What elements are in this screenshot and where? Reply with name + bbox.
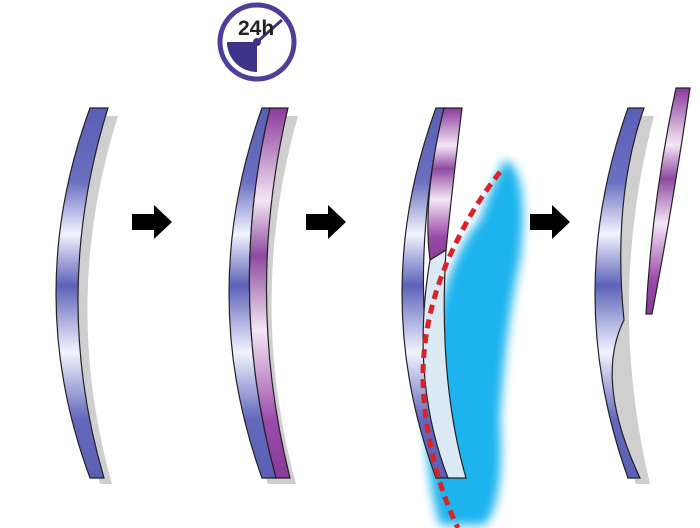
clock-hand-hour [227, 42, 257, 72]
stage-coating-detached [594, 87, 691, 484]
stage-lens [55, 107, 118, 484]
clock-label: 24h [238, 17, 274, 40]
lens-body [594, 107, 645, 479]
stage-coating-separation [401, 107, 523, 528]
arrow-icon [530, 205, 570, 239]
arrow-icon [132, 205, 172, 239]
arrow-icon [306, 205, 346, 239]
clock-icon: 24h [217, 2, 297, 82]
detached-coating [645, 87, 691, 315]
stage-lens-with-coating [228, 107, 298, 484]
coating-layer [248, 107, 291, 479]
lens-body [55, 107, 109, 479]
clock-hand-minute [256, 18, 283, 44]
cut-line [420, 170, 502, 528]
